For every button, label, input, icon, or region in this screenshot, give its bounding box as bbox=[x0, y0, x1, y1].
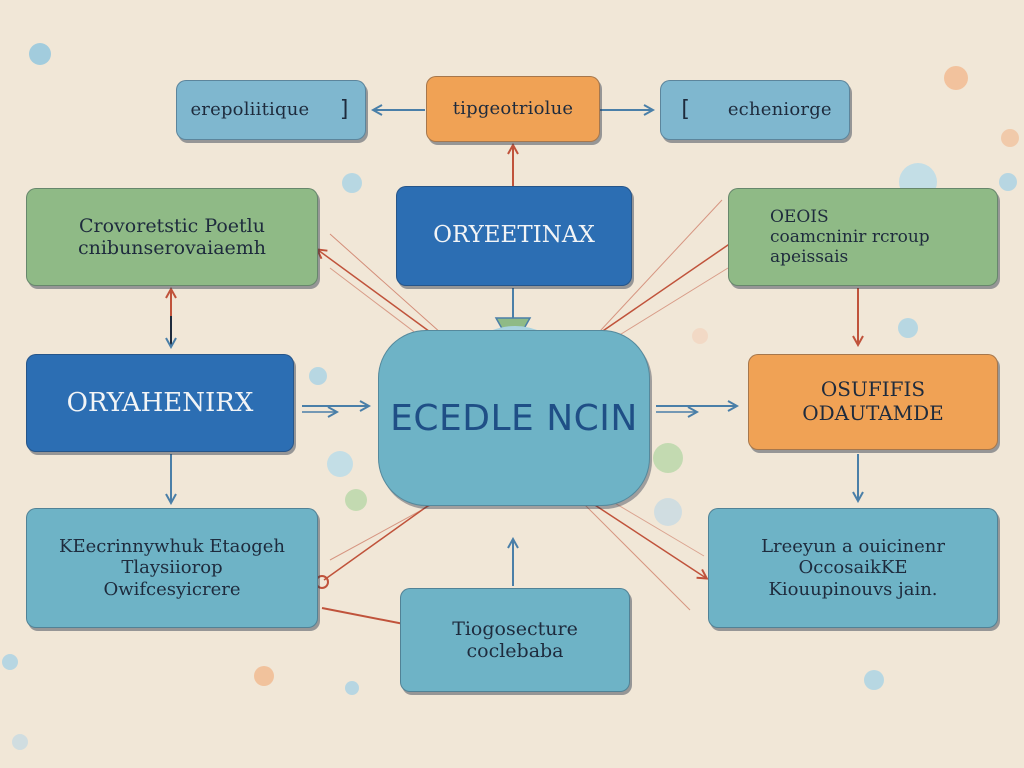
right-teal-box-line-1: Lreeyun a ouicinenr bbox=[761, 536, 945, 558]
bracket-glyph: ] bbox=[338, 97, 352, 123]
left-blue-box-label: ORYAHENIRX bbox=[66, 387, 254, 418]
right-green-box-line-2: coamcninir rcroup bbox=[770, 226, 930, 247]
middle-bottom-box-line-1: Tiogosecture bbox=[452, 617, 578, 640]
middle-bottom-box[interactable]: Tiogosecture coclebaba bbox=[400, 588, 630, 692]
right-teal-box[interactable]: Lreeyun a ouicinenr OccosaikKE Kiouupino… bbox=[708, 508, 998, 628]
left-teal-box-line-1: KEecrinnywhuk Etaogeh bbox=[59, 536, 285, 558]
right-green-box-line-3: apeissais bbox=[770, 247, 849, 268]
right-orange-box-line-1: OSUFIFIS bbox=[820, 377, 926, 402]
right-teal-box-line-2: OccosaikKE bbox=[798, 557, 908, 579]
center-node-label: ECEDLE NCIN bbox=[390, 397, 638, 439]
middle-top-box[interactable]: ORYEETINAX bbox=[396, 186, 632, 286]
right-green-box-line-1: OEOIS bbox=[770, 206, 829, 227]
middle-bottom-box-line-2: coclebaba bbox=[466, 640, 564, 662]
center-node[interactable]: ECEDLE NCIN bbox=[378, 330, 650, 506]
left-teal-box-line-3: Owifcesyicrere bbox=[103, 578, 241, 600]
top-right-box-label: echeniorge bbox=[727, 99, 832, 121]
top-left-box-label: erepoliitique bbox=[190, 99, 310, 121]
bracket-glyph: [ bbox=[678, 97, 692, 123]
left-green-box[interactable]: Crovoretstic Poetlu cnibunserovaiaemh bbox=[26, 188, 318, 286]
left-green-box-line-2: cnibunserovaiaemh bbox=[77, 237, 267, 259]
top-center-box[interactable]: tipgeotriolue bbox=[426, 76, 600, 142]
top-left-box[interactable]: erepoliitique ] bbox=[176, 80, 366, 140]
left-blue-box[interactable]: ORYAHENIRX bbox=[26, 354, 294, 452]
left-teal-box-line-2: Tlaysiiorop bbox=[121, 557, 223, 579]
right-green-box[interactable]: OEOIS coamcninir rcroup apeissais bbox=[728, 188, 998, 286]
top-center-box-label: tipgeotriolue bbox=[452, 98, 574, 120]
left-green-box-line-1: Crovoretstic Poetlu bbox=[79, 214, 265, 237]
right-orange-box-line-2: ODAUTAMDE bbox=[802, 401, 944, 425]
top-right-box[interactable]: [ echeniorge bbox=[660, 80, 850, 140]
left-teal-box[interactable]: KEecrinnywhuk Etaogeh Tlaysiiorop Owifce… bbox=[26, 508, 318, 628]
right-orange-box[interactable]: OSUFIFIS ODAUTAMDE bbox=[748, 354, 998, 450]
middle-top-box-label: ORYEETINAX bbox=[433, 222, 595, 249]
decorative-dots bbox=[2, 43, 1019, 750]
right-teal-box-line-3: Kiouupinouvs jain. bbox=[768, 578, 938, 600]
